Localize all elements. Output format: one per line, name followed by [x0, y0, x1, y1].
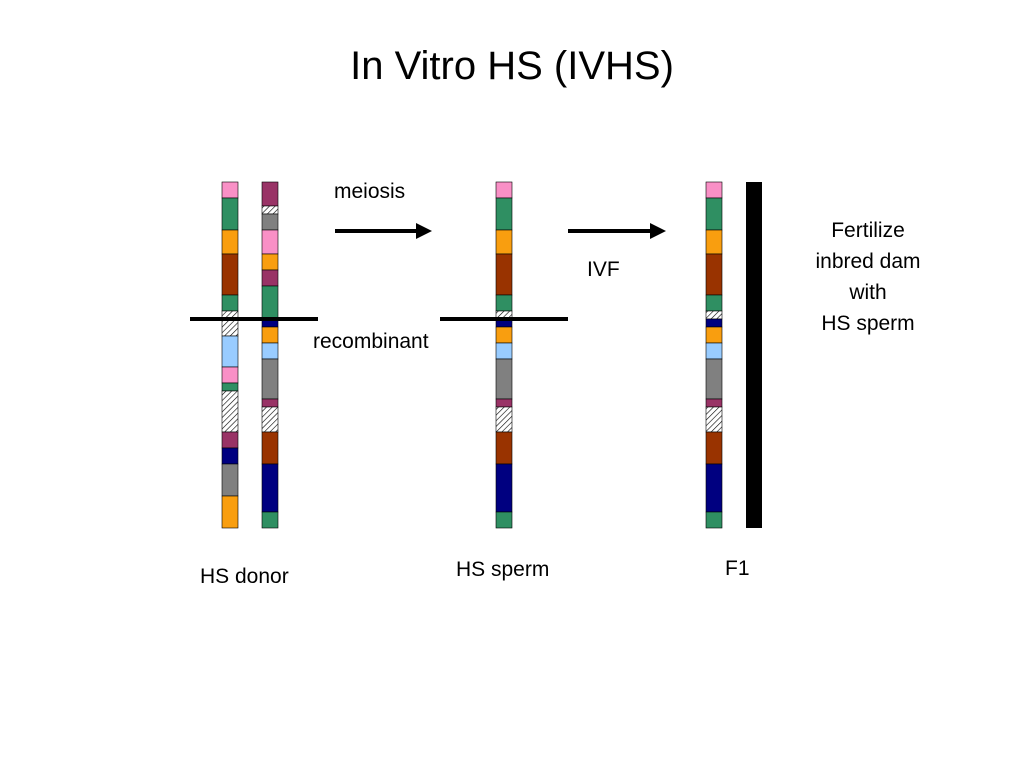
chromosome-segment: [261, 463, 279, 513]
ivf-label: IVF: [587, 258, 620, 281]
chromosome-segment: [261, 213, 279, 231]
chromosome-segment: [705, 431, 723, 465]
chromosome-segment: [495, 294, 513, 312]
chromosome-segment: [705, 326, 723, 344]
chromosome-segment: [705, 406, 723, 433]
chromosome-segment: [221, 382, 239, 392]
meiosis-label: meiosis: [334, 180, 406, 203]
hs-donor-label: HS donor: [200, 565, 289, 588]
chromosome-segment: [495, 406, 513, 433]
chromosome-segment: [495, 181, 513, 199]
recombinant-label: recombinant: [313, 330, 429, 353]
chromosome-segment: [261, 511, 279, 529]
chromosome-segment: [261, 229, 279, 255]
chromosome-segment: [705, 197, 723, 231]
chromosome-segment: [495, 431, 513, 465]
fertilize-line-4: HS sperm: [821, 312, 915, 335]
chromosome-segment: [705, 358, 723, 400]
chromosome-segment: [705, 342, 723, 360]
chromosome-segment: [495, 511, 513, 529]
chromosome-segment: [705, 181, 723, 199]
chromosome-segment: [495, 463, 513, 513]
chromosome-segment: [221, 253, 239, 296]
chromosome-segment: [705, 253, 723, 296]
chromosome-segment: [705, 463, 723, 513]
chromosome-segment: [261, 269, 279, 287]
chromosome-segment: [261, 342, 279, 360]
hs-sperm-chromosome: [495, 181, 513, 529]
chromosome-segment: [705, 318, 723, 328]
f1-label: F1: [725, 557, 750, 580]
chromosome-segment: [261, 205, 279, 215]
fertilize-line-2: inbred dam: [815, 250, 921, 273]
meiosis-arrow: [335, 223, 432, 239]
fertilize-line-1: Fertilize: [831, 219, 905, 242]
chromosome-segment: [261, 431, 279, 465]
chromosome-segment: [705, 398, 723, 408]
chromosome-segment: [705, 310, 723, 320]
fertilize-line-3: with: [849, 281, 887, 304]
hs-donor-chromosome-b: [261, 181, 279, 529]
chromosome-segment: [495, 253, 513, 296]
chromosome-segment: [261, 406, 279, 433]
chromosome-segment: [221, 366, 239, 384]
chromosome-segment: [221, 197, 239, 231]
chromosome-segment: [495, 342, 513, 360]
chromosome-segment: [221, 294, 239, 312]
f1-inbred-chromosome: [746, 182, 762, 528]
chromosome-segment: [221, 335, 239, 368]
chromosome-segment: [261, 253, 279, 271]
chromosome-segment: [705, 229, 723, 255]
chromosome-segment: [221, 431, 239, 449]
chromosome-segment: [495, 326, 513, 344]
chromosome-segment: [261, 285, 279, 320]
chromosome-segment: [221, 390, 239, 433]
chromosome-segment: [221, 310, 239, 337]
hs-donor-chromosome-a: [221, 181, 239, 529]
f1-hs-chromosome: [705, 181, 723, 529]
chromosome-segment: [495, 358, 513, 400]
chromosome-segment: [221, 447, 239, 465]
ivf-arrow: [568, 223, 666, 239]
chromosome-segment: [261, 358, 279, 400]
chromosome-segment: [705, 294, 723, 312]
chromosome-segment: [261, 326, 279, 344]
chromosome-segment: [746, 182, 762, 528]
chromosome-segment: [261, 398, 279, 408]
chromosome-segment: [495, 229, 513, 255]
page-title: In Vitro HS (IVHS): [350, 44, 674, 88]
chromosome-segment: [261, 181, 279, 207]
chromosome-segment: [221, 181, 239, 199]
fertilize-note: Fertilize inbred dam with HS sperm: [793, 215, 943, 339]
chromosome-segment: [705, 511, 723, 529]
chromosome-segment: [495, 398, 513, 408]
chromosome-segment: [221, 463, 239, 497]
chromosome-segment: [495, 197, 513, 231]
chromosome-segment: [221, 229, 239, 255]
hs-sperm-label: HS sperm: [456, 558, 550, 581]
chromosome-segment: [221, 495, 239, 529]
